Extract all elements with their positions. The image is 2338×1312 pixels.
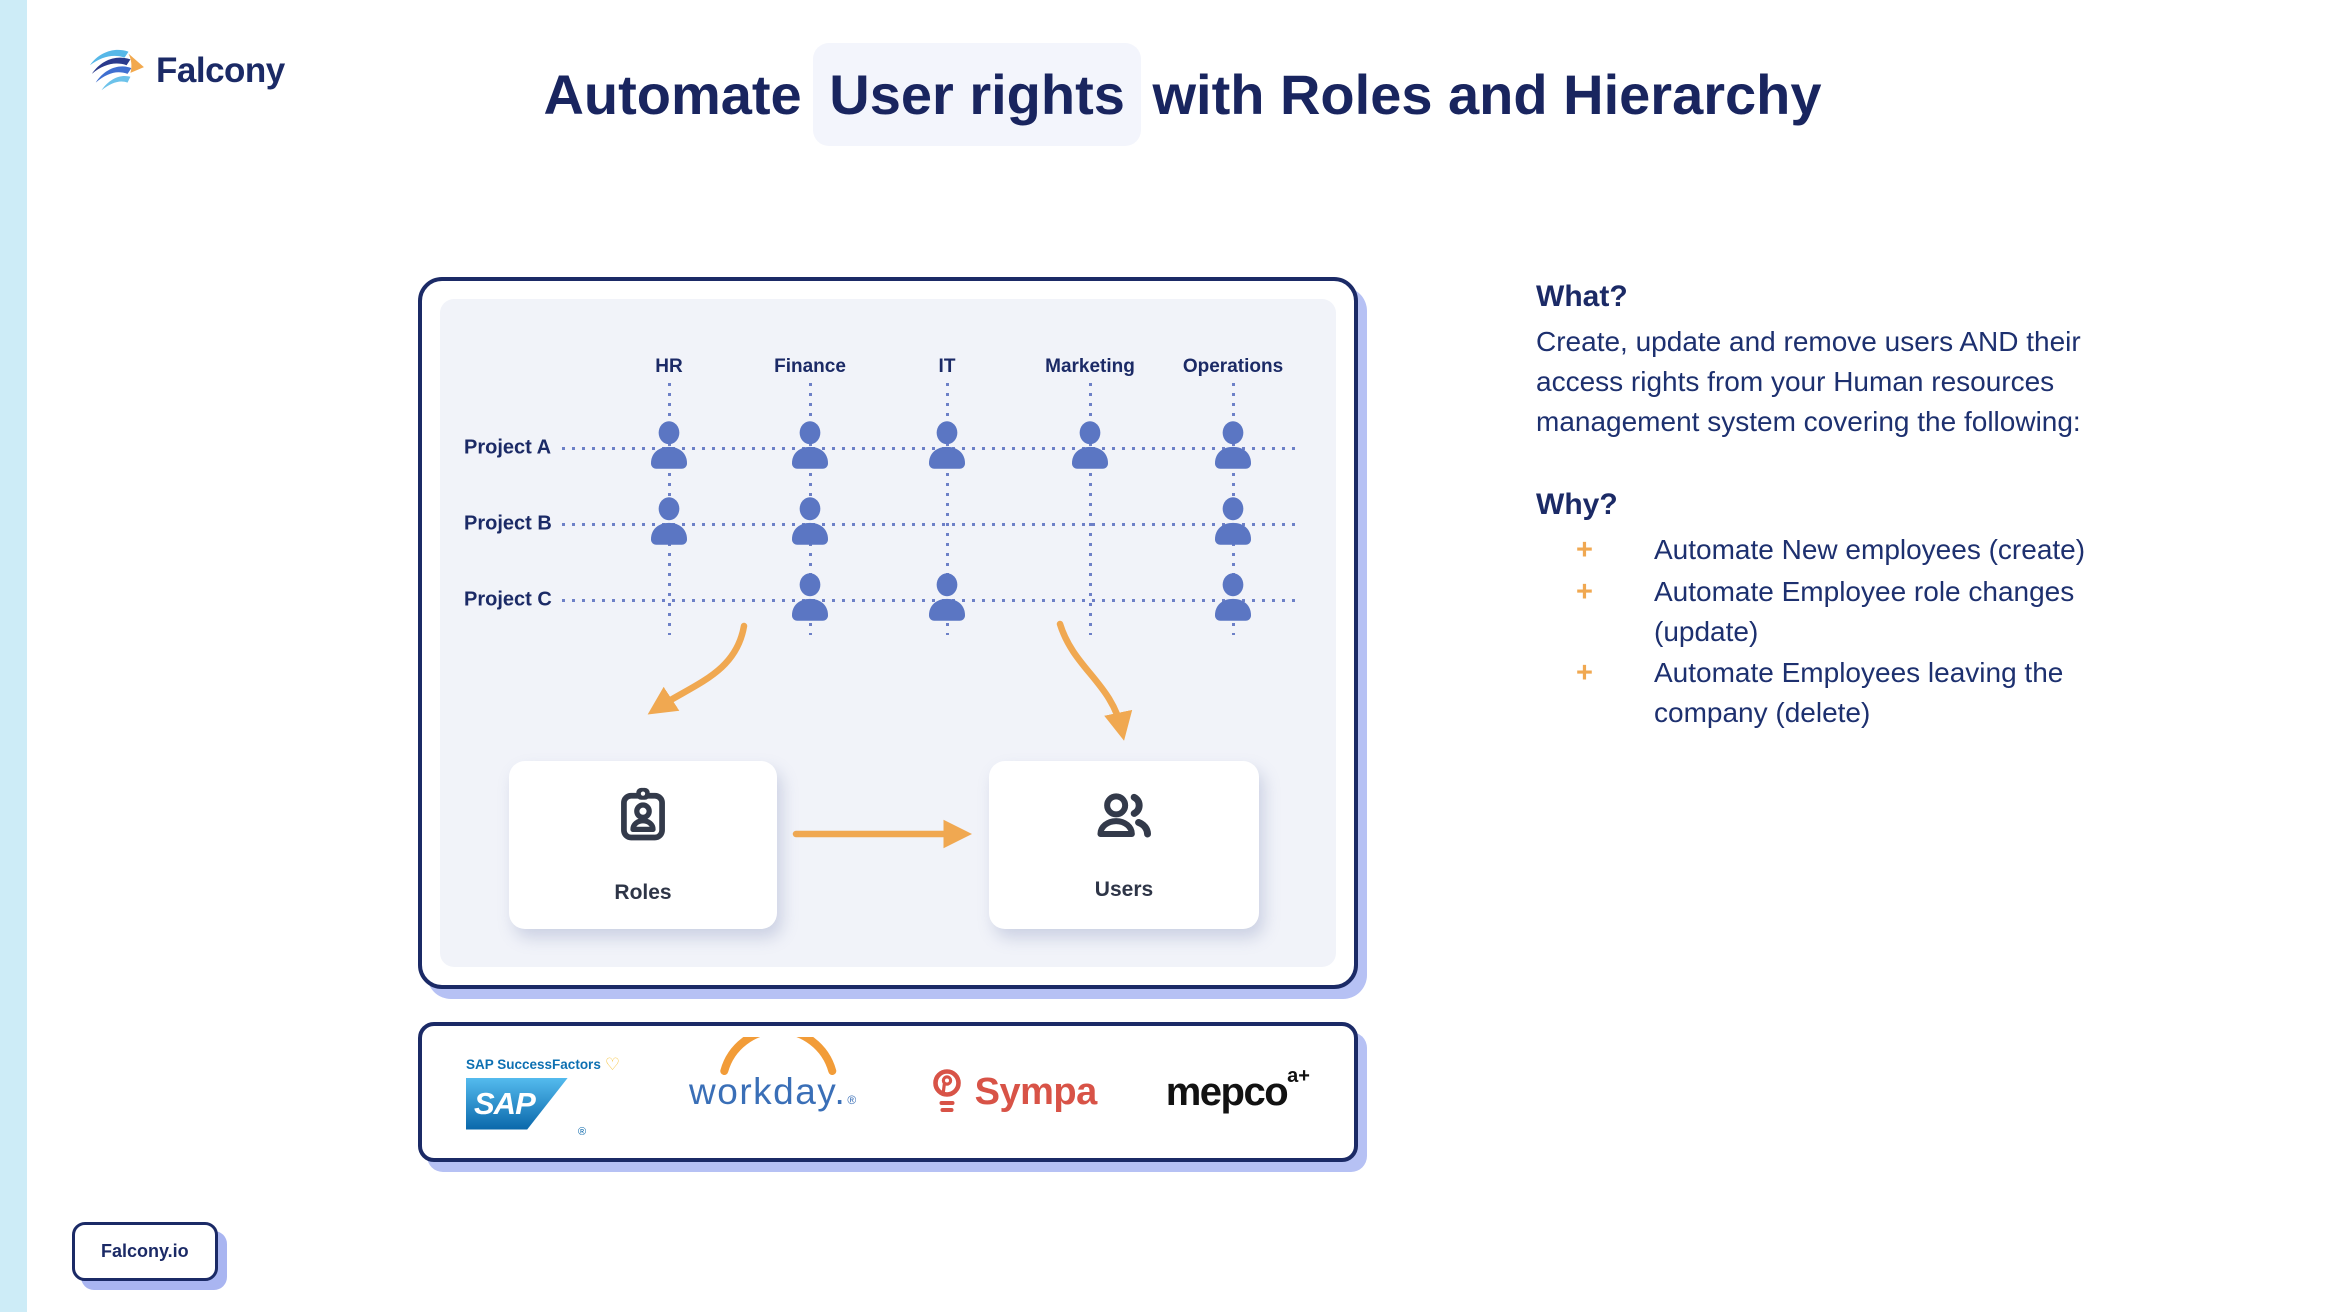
column-header: Marketing	[1045, 356, 1135, 377]
users-card: Users	[989, 761, 1259, 929]
employee-icon	[924, 570, 970, 626]
column-dotted-line	[946, 383, 949, 635]
workday-arc-icon	[720, 1037, 837, 1075]
employee-icon	[787, 570, 833, 626]
roles-card-label: Roles	[614, 881, 672, 904]
employee-icon	[1210, 418, 1256, 474]
what-heading: What?	[1536, 280, 1628, 313]
row-dotted-line	[562, 447, 1302, 450]
arrow-matrix-to-roles	[647, 622, 748, 715]
brand-logo: Falcony	[84, 44, 285, 98]
plus-bullet-icon: +	[1576, 534, 1593, 567]
plus-bullet-icon: +	[1576, 657, 1593, 690]
employee-icon	[646, 494, 692, 550]
column-header: HR	[655, 356, 683, 377]
mepco-logo: mepco a+	[1165, 1065, 1310, 1115]
title-highlight: User rights	[813, 43, 1141, 146]
workday-wordmark: workday.	[689, 1071, 847, 1112]
row-label: Project A	[464, 436, 552, 459]
sap-successfactors-logo: SAP SuccessFactors ♡ SAP ®	[466, 1054, 621, 1138]
plus-bullet-icon: +	[1576, 575, 1593, 608]
sympa-bulb-icon	[932, 1069, 961, 1112]
sap-wordmark: SAP	[474, 1085, 536, 1121]
integrations-panel: SAP SuccessFactors ♡ SAP ® workday.® Sym…	[418, 1022, 1358, 1162]
why-item: + Automate Employees leaving the company …	[1536, 653, 2136, 733]
users-icon	[1097, 793, 1151, 838]
column-header: Finance	[774, 356, 846, 377]
employee-icon	[646, 418, 692, 474]
why-item-text: Automate Employees leaving the company (…	[1654, 657, 2064, 729]
roles-card: Roles	[509, 761, 777, 929]
employee-icon	[1210, 570, 1256, 626]
employee-icon	[787, 494, 833, 550]
row-dotted-line	[562, 523, 1302, 526]
column-header: IT	[938, 356, 956, 377]
arrow-matrix-to-users	[1056, 620, 1133, 741]
users-card-label: Users	[1094, 878, 1154, 901]
why-item: + Automate New employees (create)	[1536, 530, 2136, 570]
left-accent-strip	[0, 0, 27, 1312]
workday-logo: workday.®	[689, 1037, 858, 1113]
employee-icon	[1210, 494, 1256, 550]
employee-icon	[1067, 418, 1113, 474]
sap-registered-mark: ®	[577, 1125, 587, 1138]
column-dotted-line	[1089, 383, 1092, 635]
why-heading: Why?	[1536, 488, 1618, 522]
row-label: Project C	[464, 588, 552, 611]
orange-flow-arrows	[647, 620, 1133, 849]
row-dotted-line	[562, 599, 1302, 602]
what-body: Create, update and remove users AND thei…	[1536, 326, 2081, 438]
mepco-wordmark: mepco	[1165, 1069, 1289, 1114]
sympa-logo: Sympa	[927, 1068, 1097, 1116]
sap-logo-shape: SAP	[466, 1077, 568, 1130]
workday-registered-mark: ®	[847, 1093, 858, 1107]
row-label: Project B	[464, 512, 552, 535]
brand-name: Falcony	[156, 51, 285, 90]
page-title: Automate User rights with Roles and Hier…	[27, 43, 2338, 146]
why-item: + Automate Employee role changes (update)	[1536, 572, 2136, 652]
description-column: What? Create, update and remove users AN…	[1536, 280, 2262, 735]
title-pre: Automate	[543, 63, 818, 126]
sap-successfactors-text: SAP SuccessFactors	[466, 1057, 601, 1072]
falcony-falcon-icon	[89, 49, 144, 91]
column-header: Operations	[1182, 356, 1284, 377]
employee-icon	[924, 418, 970, 474]
why-item-text: Automate Employee role changes (update)	[1654, 575, 2075, 647]
id-badge-icon	[621, 787, 665, 841]
mepco-suffix: a+	[1287, 1064, 1310, 1087]
sympa-wordmark: Sympa	[974, 1070, 1098, 1113]
why-item-text: Automate New employees (create)	[1654, 534, 2086, 566]
falcony-io-button[interactable]: Falcony.io	[72, 1222, 218, 1281]
title-post: with Roles and Hierarchy	[1136, 63, 1822, 126]
employee-icon	[787, 418, 833, 474]
heart-icon: ♡	[604, 1054, 621, 1074]
why-list: + Automate New employees (create) + Automat…	[1536, 530, 2262, 733]
